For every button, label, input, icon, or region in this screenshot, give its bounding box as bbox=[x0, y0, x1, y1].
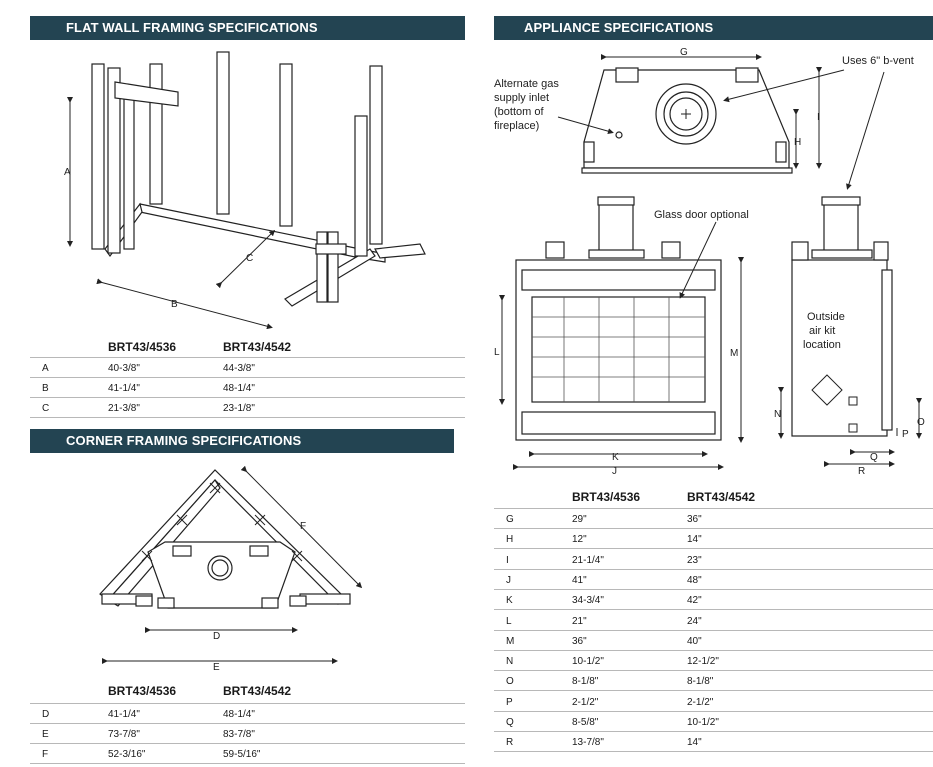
gas-callout-line4: fireplace) bbox=[494, 120, 539, 132]
table-row: B 41-1/4" 48-1/4" bbox=[30, 378, 465, 398]
vent-callout: Uses 6" b-vent bbox=[842, 55, 914, 67]
col-header-brt4542: BRT43/4542 bbox=[223, 684, 292, 698]
corner-header: CORNER FRAMING SPECIFICATIONS bbox=[30, 429, 454, 453]
flat-wall-framing-diagram: A B C bbox=[30, 44, 465, 334]
table-row: D 41-1/4" 48-1/4" bbox=[30, 704, 465, 724]
label-f: F bbox=[300, 521, 306, 532]
col-header-brt4542: BRT43/4542 bbox=[223, 340, 292, 354]
label-e: E bbox=[213, 662, 220, 673]
flat-wall-spec-table: BRT43/4536 BRT43/4542 A 40-3/8" 44-3/8" … bbox=[30, 340, 465, 420]
col-header-brt4536: BRT43/4536 bbox=[108, 340, 177, 354]
corner-framing-diagram: F D E bbox=[30, 458, 465, 678]
outside-callout-line1: Outside bbox=[807, 311, 845, 323]
appliance-header: APPLIANCE SPECIFICATIONS bbox=[494, 16, 933, 40]
label-h: H bbox=[794, 137, 801, 148]
label-b: B bbox=[171, 299, 178, 310]
glass-callout: Glass door optional bbox=[654, 209, 749, 221]
gas-callout-line2: supply inlet bbox=[494, 92, 549, 104]
col-header-brt4536: BRT43/4536 bbox=[572, 490, 641, 504]
label-k: K bbox=[612, 452, 619, 463]
outside-callout-line3: location bbox=[803, 339, 841, 351]
label-a: A bbox=[64, 167, 71, 178]
label-p: P bbox=[902, 429, 909, 440]
appliance-diagram: G H I Alternate gas supply inlet (bottom… bbox=[494, 42, 933, 482]
gas-callout-line1: Alternate gas bbox=[494, 78, 559, 90]
col-header-brt4542: BRT43/4542 bbox=[687, 490, 756, 504]
label-j: J bbox=[612, 466, 617, 477]
col-header-brt4536: BRT43/4536 bbox=[108, 684, 177, 698]
label-o: O bbox=[917, 417, 925, 428]
label-i: I bbox=[817, 112, 820, 123]
gas-callout-line3: (bottom of bbox=[494, 106, 544, 118]
label-q: Q bbox=[870, 452, 878, 463]
label-r: R bbox=[858, 466, 865, 477]
label-c: C bbox=[246, 253, 253, 264]
table-row: A 40-3/8" 44-3/8" bbox=[30, 358, 465, 378]
outside-callout-line2: air kit bbox=[809, 325, 835, 337]
label-l: L bbox=[494, 347, 500, 358]
table-row: F 52-3/16" 59-5/16" bbox=[30, 744, 465, 764]
label-n: N bbox=[774, 409, 781, 420]
label-d: D bbox=[213, 631, 220, 642]
corner-spec-table: BRT43/4536 BRT43/4542 D 41-1/4" 48-1/4" … bbox=[30, 684, 465, 764]
label-m: M bbox=[730, 348, 738, 359]
label-g: G bbox=[680, 47, 688, 58]
flat-wall-header: FLAT WALL FRAMING SPECIFICATIONS bbox=[30, 16, 465, 40]
table-row: C 21-3/8" 23-1/8" bbox=[30, 398, 465, 418]
table-row: E 73-7/8" 83-7/8" bbox=[30, 724, 465, 744]
